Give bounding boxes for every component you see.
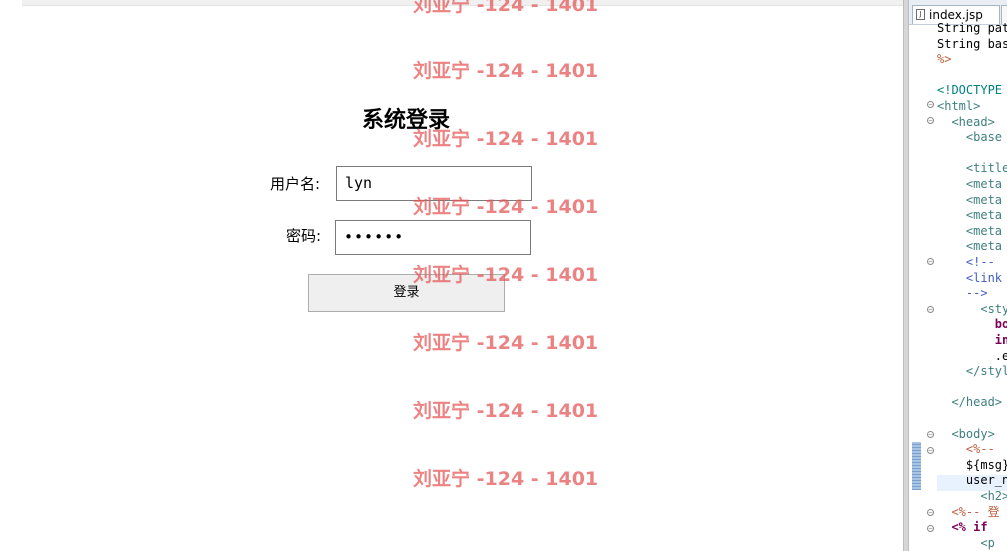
code-line[interactable]: user_n — [937, 473, 1007, 488]
code-line[interactable]: --> — [937, 286, 988, 301]
tab-index-jsp[interactable]: J index.jsp — [912, 5, 1000, 24]
fold-minus-icon[interactable]: − — [927, 431, 934, 438]
editor-tabbar: J index.jsp — [909, 0, 1007, 25]
password-input[interactable]: •••••• — [335, 220, 531, 255]
tab-next[interactable] — [1001, 5, 1007, 24]
code-line[interactable]: <%-- 登 — [937, 504, 1000, 519]
browser-preview-pane: 系统登录 用户名: lyn 密码: •••••• 登录 刘亚宁 -124 - 1… — [22, 0, 903, 490]
code-line[interactable]: <meta — [937, 239, 1003, 254]
username-input[interactable]: lyn — [336, 166, 532, 201]
fold-minus-icon[interactable]: − — [927, 509, 934, 516]
tab-label: index.jsp — [929, 8, 983, 22]
code-line[interactable]: <base — [937, 130, 1003, 145]
fold-minus-icon[interactable]: − — [927, 258, 934, 265]
current-line-highlight — [937, 475, 1007, 491]
code-line[interactable]: <sty — [937, 301, 1007, 316]
editor-gutter — [909, 25, 921, 551]
code-line[interactable]: in — [937, 333, 1007, 347]
watermark: 刘亚宁 -124 - 1401 — [413, 400, 599, 422]
code-line[interactable]: <%-- — [937, 442, 995, 457]
code-line[interactable]: <html> — [937, 99, 981, 113]
code-line[interactable]: <title — [937, 161, 1007, 176]
code-line[interactable]: <meta — [937, 208, 1003, 223]
watermark: 刘亚宁 -124 - 1401 — [413, 60, 599, 82]
page-title: 系统登录 — [361, 108, 450, 133]
code-line[interactable]: <head> — [937, 114, 995, 129]
code-line[interactable]: .e — [937, 348, 1007, 363]
code-line[interactable]: %> — [937, 52, 952, 67]
code-line[interactable]: String pat — [937, 21, 1007, 35]
change-marker — [912, 442, 921, 490]
code-line[interactable]: <link — [937, 270, 1003, 285]
code-line[interactable]: <h2> — [937, 489, 1007, 503]
code-line[interactable]: <% if — [937, 520, 988, 535]
fold-minus-icon[interactable]: − — [927, 525, 934, 532]
code-line[interactable]: String bas — [937, 36, 1007, 51]
code-line[interactable]: bo — [937, 317, 1007, 332]
watermark: 刘亚宁 -124 - 1401 — [413, 468, 599, 490]
pane-splitter[interactable] — [903, 0, 909, 551]
code-line[interactable]: <p — [937, 535, 995, 550]
password-label: 密码: — [286, 227, 322, 245]
watermark: 刘亚宁 -124 - 1401 — [413, 332, 599, 354]
jsp-file-icon: J — [916, 9, 925, 20]
code-line[interactable]: <body> — [937, 426, 995, 441]
code-line[interactable]: </styl — [937, 364, 1007, 379]
code-line[interactable]: <meta — [937, 192, 1003, 207]
code-line[interactable]: <!-- — [937, 255, 995, 269]
fold-minus-icon[interactable]: − — [927, 101, 934, 108]
fold-minus-icon[interactable]: − — [927, 447, 934, 454]
code-line[interactable]: ${msg} — [937, 457, 1007, 472]
login-button[interactable]: 登录 — [308, 274, 505, 312]
code-line[interactable]: </head> — [937, 395, 1003, 410]
code-line[interactable]: <meta — [937, 177, 1003, 191]
code-line[interactable]: <!DOCTYPE — [937, 83, 1003, 98]
fold-minus-icon[interactable]: − — [927, 117, 934, 124]
username-label: 用户名: — [270, 175, 321, 193]
preview-toolbar-edge — [22, 0, 903, 6]
code-line[interactable]: <meta — [937, 223, 1003, 238]
fold-minus-icon[interactable]: − — [927, 306, 934, 313]
